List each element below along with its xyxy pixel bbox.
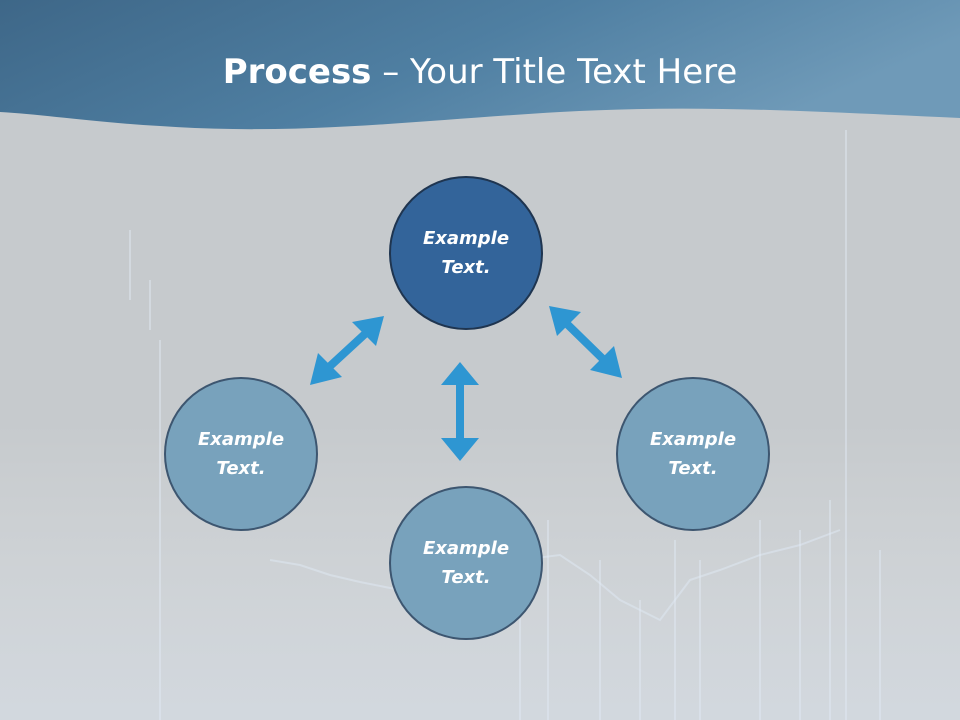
node-left: Example Text. [164, 377, 318, 531]
node-bottom: Example Text. [389, 486, 543, 640]
node-right-label: Example Text. [649, 429, 737, 479]
slide-title: Process – Your Title Text Here [0, 52, 960, 92]
node-left-label: Example Text. [197, 429, 285, 479]
title-rest: – Your Title Text Here [371, 52, 738, 92]
node-top: Example Text. [389, 176, 543, 330]
node-top-label: Example Text. [422, 228, 510, 278]
node-bottom-label: Example Text. [422, 538, 510, 588]
title-bold: Process [222, 52, 372, 92]
node-right: Example Text. [616, 377, 770, 531]
